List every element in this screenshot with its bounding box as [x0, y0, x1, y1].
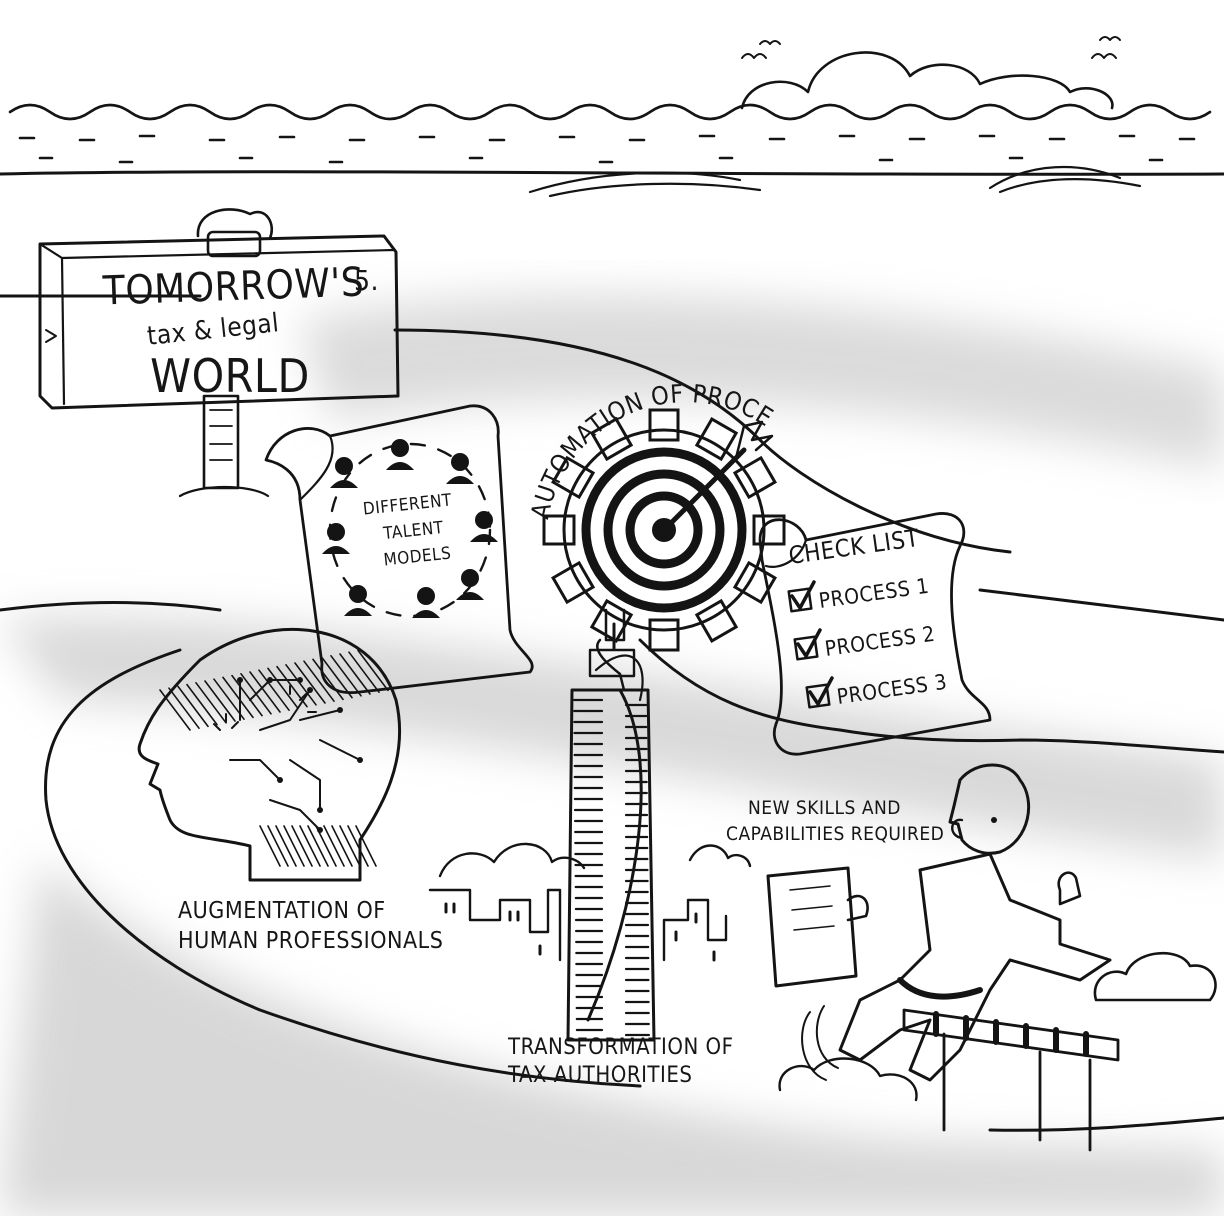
arrow-icon [661, 447, 747, 533]
sign-board [38, 234, 400, 410]
briefcase-icon [766, 866, 858, 988]
talent-line-3: MODELS [383, 544, 453, 571]
sign-line-1: TOMORROW'S [101, 259, 365, 314]
checklist-items: PROCESS 1 PROCESS 2 PROCESS 3 [787, 574, 949, 709]
signpost: TOMORROW'S 5. tax & legal WORLD [38, 208, 400, 498]
checkmark-icon [808, 676, 834, 706]
head-caption-line-1: AUGMENTATION OF [178, 898, 386, 924]
checkmark-icon [796, 628, 822, 658]
tower-caption-line-1: TRANSFORMATION OF [507, 1035, 734, 1060]
checklist-item-2: PROCESS 2 [823, 622, 936, 661]
talent-line-2: TALENT [381, 518, 444, 544]
cloud [740, 36, 1121, 110]
sign-line-2: tax & legal [146, 308, 281, 352]
hurdle [778, 951, 1217, 1152]
runner [766, 763, 1112, 1082]
gear-caption: AUTOMATION OF PROCESSES [0, 0, 778, 521]
checklist-item-1: PROCESS 1 [817, 574, 930, 613]
head-hatching [159, 649, 389, 867]
runner-caption-line-1: NEW SKILLS AND [748, 797, 901, 819]
checkmark-icon [790, 580, 816, 610]
person-icon [322, 439, 498, 618]
sea-waves [0, 103, 1224, 198]
checklist-item-3: PROCESS 3 [835, 670, 948, 709]
runner-caption-line-2: CAPABILITIES REQUIRED [726, 823, 944, 845]
city-skyline [428, 842, 752, 962]
tower-caption-line-2: TAX AUTHORITIES [507, 1063, 692, 1088]
head-circuit [137, 627, 402, 882]
winding-road [0, 294, 1224, 1132]
tax-authority-tower [566, 622, 656, 1042]
sign-line-3: WORLD [150, 349, 310, 403]
head-caption-line-2: HUMAN PROFESSIONALS [178, 928, 443, 954]
sign-number: 5. [354, 264, 379, 297]
talent-line-1: DIFFERENT [362, 490, 453, 519]
